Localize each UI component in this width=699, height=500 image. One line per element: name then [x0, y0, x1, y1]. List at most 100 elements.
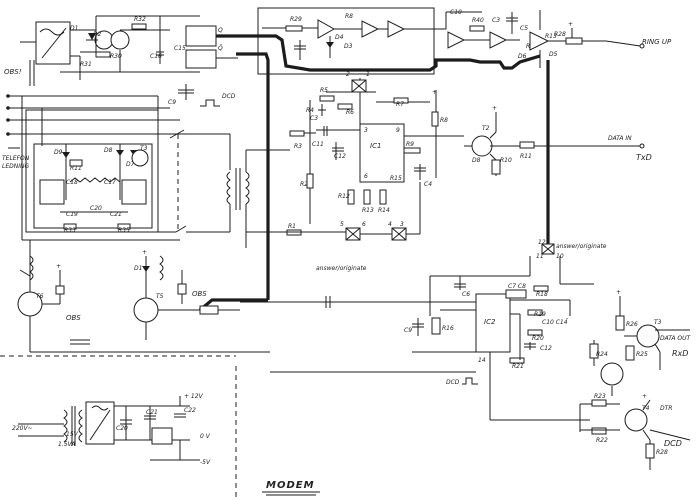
ring-up-output: RING UP +	[565, 21, 672, 49]
switch-pin-6: 6	[362, 221, 366, 228]
label-r28: R28	[554, 31, 566, 38]
label-plus-ic1: +	[432, 89, 437, 96]
pin-6: 6	[364, 173, 368, 180]
diagram-title: MODEM	[266, 480, 315, 491]
label-plus-t2: +	[492, 105, 497, 112]
answer-originate-switch-b: 11 10 12 answer/originate	[529, 239, 607, 284]
label-t6: T6	[36, 293, 44, 300]
label-r21: R21	[512, 363, 524, 370]
label-d5: D5	[549, 51, 558, 58]
data-out-stage: + R26 T3 R25 DATA OUT RxD R24	[560, 283, 692, 396]
switch-b-pin-12: 12	[538, 239, 546, 246]
label-r26: R26	[626, 321, 638, 328]
ring-transistor-t7: D2 R30 R31	[80, 30, 130, 68]
label-r30: R30	[110, 53, 122, 60]
label-r8-mid: R8	[440, 117, 448, 124]
label-c22: C22	[184, 407, 196, 414]
ic2-pin-14: 14	[478, 357, 486, 364]
switch-label-2: 2	[346, 71, 350, 78]
telefon-label: TELEFON	[2, 155, 30, 162]
label-r22: R22	[596, 437, 608, 444]
label-minus-ic2: -	[566, 315, 568, 322]
answer-originate-mid-label: answer/originate	[316, 265, 367, 272]
data-out-label: DATA OUT	[660, 335, 692, 342]
label-t2: T2	[482, 125, 490, 132]
label-r13-mid: R13	[362, 207, 374, 214]
label-c9: C9	[168, 99, 176, 106]
label-r8: R8	[345, 13, 353, 20]
dcd-out-label: DCD	[446, 379, 460, 386]
relay-contacts	[22, 129, 230, 241]
label-d1-t5: D1	[134, 265, 142, 272]
ledning-label: LEDNING	[2, 163, 30, 170]
label-plus-t4: +	[642, 393, 647, 400]
txd-label: TxD	[636, 153, 652, 162]
label-r1: R1	[288, 223, 296, 230]
label-plus-t3: +	[616, 289, 621, 296]
label-c12-r: C12	[540, 345, 552, 352]
label-c16: C16	[150, 53, 162, 60]
obs1-label: OBS!	[4, 68, 22, 76]
rxd-label: RxD	[672, 349, 688, 358]
label-c7-c8: C7 C8	[508, 283, 526, 290]
label-d8-t2: D8	[472, 157, 481, 164]
data-in-label: DATA IN	[608, 135, 632, 142]
label-r5: R5	[320, 87, 328, 94]
relay-driver-t6: T6 + OBS	[17, 240, 270, 353]
dtr-stage: R23 R22 T4 + R28 DTR DCD	[579, 393, 691, 470]
label-r40: R40	[472, 17, 484, 24]
line-bridge-block: D9 R11 D8 D7 T3 C18 C17 C19 C20 C21 R33 …	[33, 143, 153, 234]
label-d7: D7	[126, 161, 135, 168]
label-r35: R35	[118, 227, 130, 234]
label-r7: R7	[396, 101, 404, 108]
label-c17: C17	[104, 179, 116, 186]
label-d4: D4	[335, 34, 344, 41]
label-c12: C12	[334, 153, 346, 160]
label-c11: C11	[312, 141, 324, 148]
label-c21-psu: C21	[146, 409, 158, 416]
label-d3: D3	[344, 43, 353, 50]
answer-originate-top-label: answer/originate	[556, 243, 607, 250]
switch-b-pin-11: 11	[536, 253, 544, 260]
label-c10-c14: C10 C14	[542, 319, 568, 326]
relay-driver-t5: T5 D1 + OBS	[133, 249, 476, 340]
label-r16: R16	[442, 325, 454, 332]
label-r29: R29	[290, 16, 302, 23]
label-c19: C19	[66, 211, 78, 218]
label-r28-b: R28	[656, 449, 668, 456]
switch-pin-4: 4	[388, 221, 392, 228]
filter-chain-top: R29 R8 D3 D4	[257, 7, 446, 75]
ic2-label: IC2	[484, 318, 496, 326]
answer-originate-switch-a: 5 6 4 3 answer/originate	[316, 182, 421, 272]
label-r13: R13	[545, 33, 557, 40]
label-d8: D8	[104, 147, 113, 154]
dcd-label: DCD	[664, 439, 682, 448]
label-c9-r: C9	[404, 327, 412, 334]
secondary-label: 15V	[66, 431, 79, 438]
label-t3: T3	[140, 145, 148, 152]
label-plus-ring: +	[568, 21, 573, 28]
label-d1: D1	[70, 25, 78, 32]
label-c5: C5	[520, 25, 528, 32]
label-r20: R20	[532, 335, 544, 342]
label-r24: R24	[596, 351, 608, 358]
label-c4: C4	[424, 181, 432, 188]
label-r25: R25	[636, 351, 648, 358]
pin-9: 9	[396, 127, 400, 134]
label-q-bar: Q̄	[218, 45, 223, 52]
opamp-pair-q: Q Q̄ C9 DCD C15	[168, 25, 258, 107]
diagram-title-group: MODEM	[262, 480, 320, 496]
pin-3: 3	[364, 127, 368, 134]
label-t5: T5	[156, 293, 164, 300]
label-r14: R14	[378, 207, 390, 214]
label-r12: R12	[338, 193, 350, 200]
line-transformer	[226, 134, 290, 248]
label-r31: R31	[80, 61, 92, 68]
label-c21: C21	[110, 211, 122, 218]
obs1-note: OBS!	[4, 60, 35, 86]
label-d9: D9	[54, 149, 63, 156]
label-r33: R33	[64, 227, 76, 234]
thick-signal-path	[198, 34, 550, 312]
mains-label: 220V~	[12, 425, 33, 432]
